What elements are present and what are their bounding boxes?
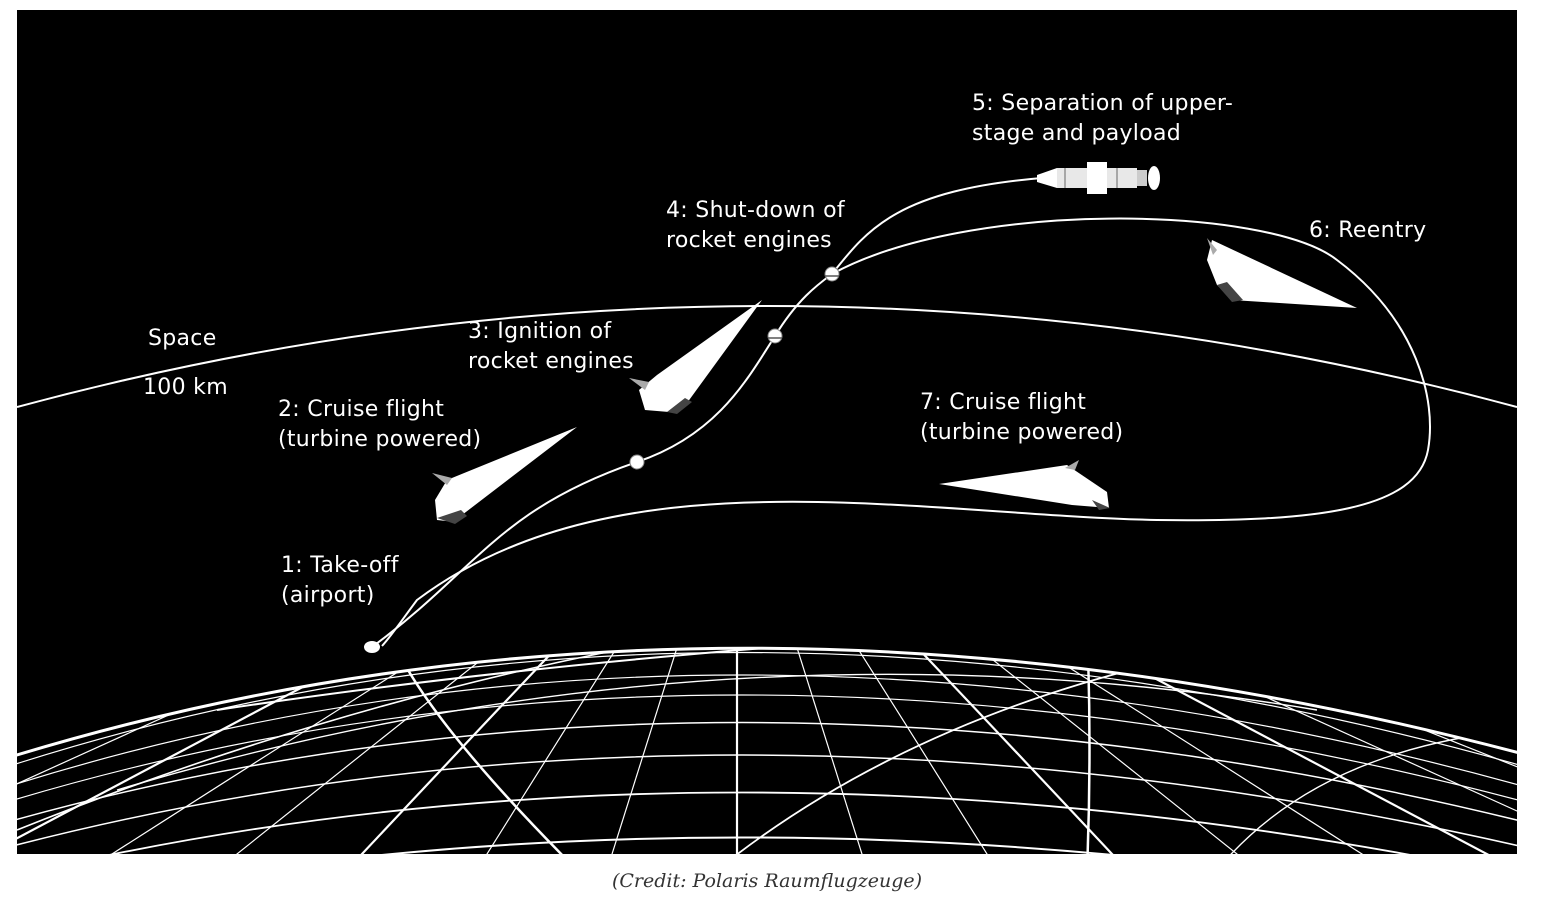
- globe-grid-line: [1096, 648, 1517, 854]
- spaceplane-cruise-climb-icon: [432, 427, 577, 524]
- return-trajectory: [381, 217, 1431, 647]
- globe-grid-line: [86, 648, 513, 854]
- globe-grid-line: [1186, 648, 1517, 854]
- earth-globe: [17, 646, 1517, 854]
- globe-grid-line: [1276, 648, 1517, 854]
- globe-grid-line: [116, 673, 1318, 791]
- globe-grid-line: [716, 649, 1218, 854]
- spaceplane-cruise-return-icon: [939, 460, 1110, 510]
- ignition-marker: [767, 328, 783, 344]
- globe-grid-line: [17, 694, 1517, 806]
- upper-stage-payload-icon: [1037, 162, 1160, 194]
- spaceplane-rocket-ascent-icon: [629, 300, 762, 414]
- globe-grid-line: [216, 648, 1118, 711]
- globe-grid-line: [17, 721, 1517, 826]
- globe-grid-line: [346, 648, 603, 854]
- globe-grid-line: [395, 649, 578, 854]
- step7-label: 7: Cruise flight(turbine powered): [920, 390, 1124, 445]
- cruise-marker: [629, 454, 645, 470]
- step5-label: 5: Separation of upper-stage and payload: [972, 91, 1234, 146]
- globe-grid-line: [17, 648, 378, 854]
- globe-grid-line: [916, 648, 1258, 854]
- globe-grid-line: [476, 648, 648, 854]
- globe-grid-line: [1006, 648, 1517, 854]
- globe-grid-line: [1051, 648, 1517, 854]
- globe-grid-line: [17, 674, 1517, 791]
- takeoff-marker: [364, 641, 380, 653]
- globe-grid-line: [17, 836, 1517, 854]
- step6-label: 6: Reentry: [1309, 218, 1427, 243]
- event-markers: [364, 266, 840, 653]
- globe-grid-line: [826, 648, 998, 854]
- globe-grid-line: [961, 648, 1388, 854]
- globe-grid-line: [17, 648, 468, 854]
- globe-grid-line: [17, 791, 1517, 854]
- globe-grid-line: [1141, 648, 1517, 854]
- altitude-label: 100 km: [143, 375, 228, 400]
- ascent-trajectory: [371, 177, 1043, 648]
- globe-grid-line: [1085, 648, 1091, 854]
- step1-label: 1: Take-off(airport): [281, 553, 399, 608]
- step2-label: 2: Cruise flight(turbine powered): [278, 397, 482, 452]
- globe-grid-line: [606, 648, 693, 854]
- spaceplane-reentry-icon: [1207, 238, 1357, 308]
- globe-grid-line: [17, 649, 618, 831]
- globe-grid-line: [781, 648, 868, 854]
- image-caption: (Credit: Polaris Raumflugzeuge): [611, 870, 923, 892]
- space-label: Space: [148, 326, 217, 351]
- globe-grid-line: [1366, 648, 1517, 854]
- globe-grid-line: [17, 648, 423, 854]
- flight-profile-diagram: Space 100 km 1: Take-off(airport) 2: Cru…: [17, 10, 1517, 854]
- globe-grid-line: [216, 648, 558, 854]
- space-boundary-line: [17, 305, 1517, 408]
- shutdown-marker: [824, 266, 840, 282]
- globe-grid-line: [17, 648, 198, 854]
- globe-grid-line: [17, 651, 1517, 771]
